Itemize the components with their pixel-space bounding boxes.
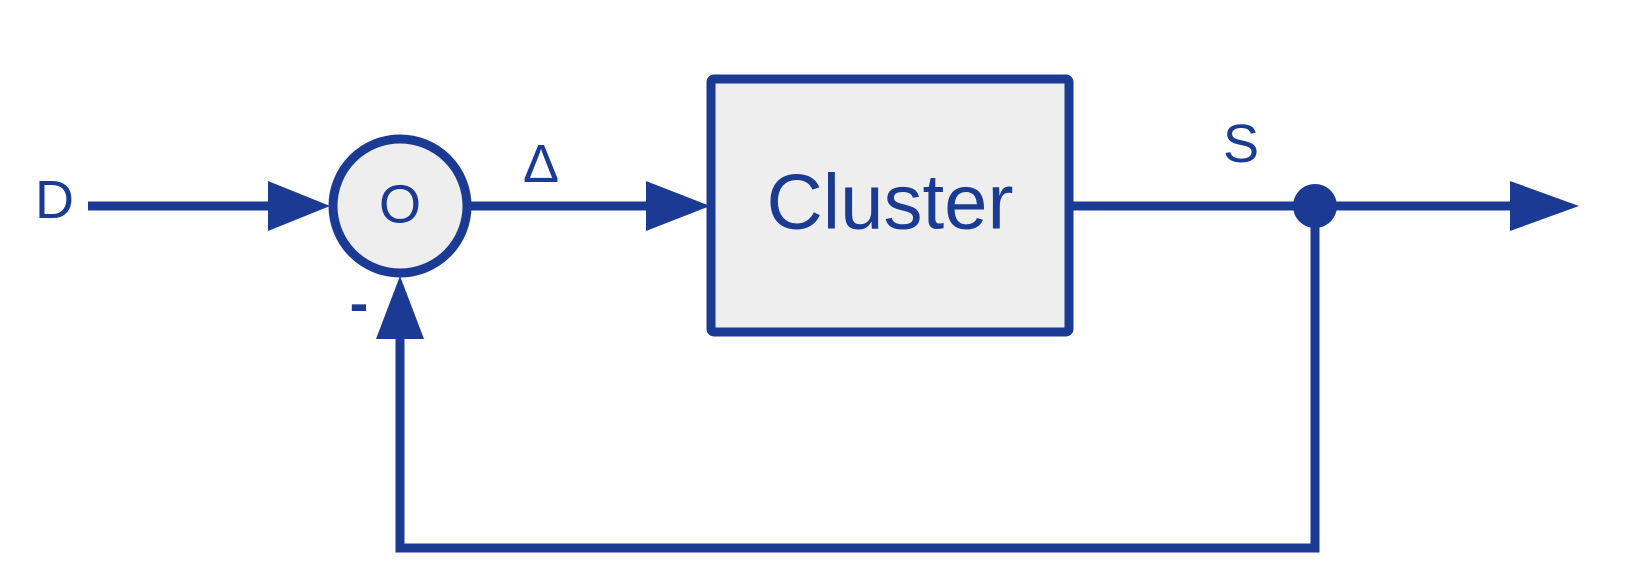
feedback-path — [395, 206, 1320, 553]
summing-junction — [328, 134, 472, 278]
feedback-sign-label: - — [350, 271, 369, 334]
output-arrowhead — [1510, 181, 1579, 231]
feedback-arrowhead — [376, 276, 424, 339]
cluster-block — [706, 74, 1074, 337]
input-arrowhead — [268, 181, 330, 231]
output-label: S — [1223, 114, 1259, 174]
error-label: Δ — [523, 134, 559, 194]
input-label: D — [35, 170, 74, 230]
block-label: Cluster — [766, 158, 1013, 246]
summing-junction-label: O — [379, 174, 421, 234]
error-arrowhead — [646, 181, 710, 231]
